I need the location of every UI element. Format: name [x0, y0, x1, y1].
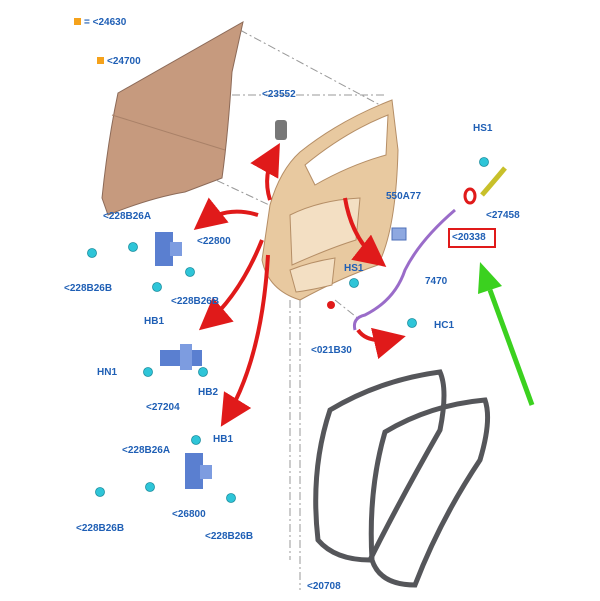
label-hinge-lower-b-left: <228B26B: [76, 523, 125, 534]
label-hinge-upper-hb: HB1: [144, 316, 165, 327]
label-hinge-lower-a: <228B26A: [122, 445, 171, 456]
label-check-strap: <27204: [146, 402, 180, 413]
legend: = <24630: [74, 17, 126, 29]
label-hinge-lower-b-right: <228B26B: [205, 531, 254, 542]
door-inner-cutout-lower: [289, 257, 336, 293]
pointer-arrow: [478, 262, 535, 406]
label-check-hn: HN1: [97, 367, 118, 378]
cable-7470: [353, 208, 456, 331]
label-clip-hc1: HC1: [434, 320, 455, 331]
label-hinge-lower-main: <26800: [172, 509, 206, 520]
lower-hinge-part: [185, 453, 212, 489]
door-window-opening: [304, 114, 389, 186]
label-seal-20708: <20708: [307, 581, 341, 592]
door-seal-inner: [368, 397, 491, 588]
outer-door-panel: [101, 21, 244, 216]
check-strap-part: [160, 344, 202, 370]
outer-door-panel-crease: [111, 114, 226, 151]
gasket-20338-part: [463, 187, 477, 205]
handle-27458-part: [480, 166, 507, 197]
label-gasket-20338: <20338: [452, 232, 486, 243]
label-check-hb: HB2: [198, 387, 219, 398]
upper-hinge-part: [155, 232, 182, 266]
clip-23552-part: [275, 120, 287, 140]
label-door-outer-panel: <24700: [97, 56, 141, 68]
label-bracket-550: 550A77: [386, 191, 422, 202]
door-seal-outer: [313, 369, 447, 563]
label-marker: [97, 57, 104, 64]
highlight-box: [448, 228, 496, 248]
label-cable-7470: 7470: [425, 276, 448, 287]
label-hinge-upper-b-right: <228B26B: [171, 296, 220, 307]
callout-arrows: [193, 143, 406, 427]
label-hinge-upper-a: <228B26A: [103, 211, 152, 222]
label-hinge-upper-main: <22800: [197, 236, 231, 247]
label-handle-27458: <27458: [486, 210, 520, 221]
label-clip-021b30: <021B30: [311, 345, 352, 356]
label-latch-cable-clip: <23552: [262, 89, 296, 100]
bracket-550a77-part: [391, 227, 407, 241]
label-screw-hs1-right: HS1: [473, 123, 493, 134]
label-hinge-upper-b-left: <228B26B: [64, 283, 113, 294]
bolts: [87, 157, 489, 503]
clip-021b30-part: [327, 301, 335, 309]
label-screw-hs1-mid: HS1: [344, 263, 364, 274]
legend-symbol: [74, 18, 81, 25]
label-hinge-lower-hb: HB1: [213, 434, 234, 445]
